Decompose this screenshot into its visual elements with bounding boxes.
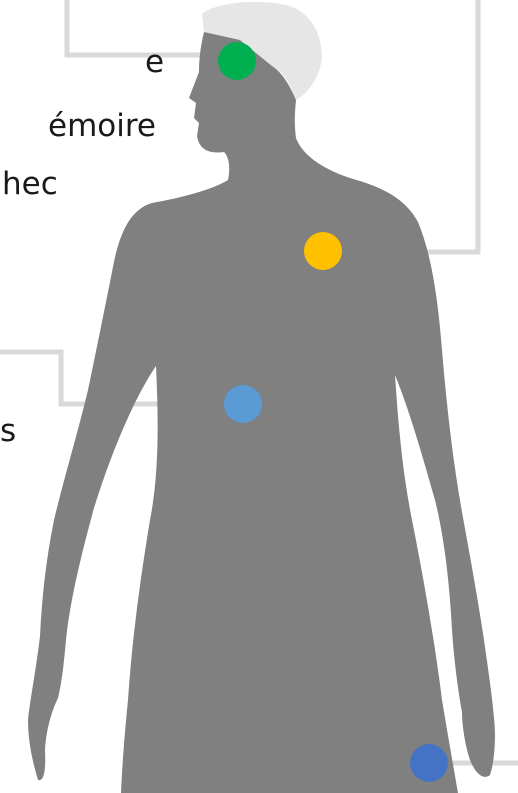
abdomen-label-line-1: s — [0, 413, 16, 449]
hand-marker-dot — [410, 744, 448, 782]
body-silhouette — [28, 32, 495, 793]
head-label-line-3: hec — [2, 166, 58, 202]
chest-marker-dot — [304, 232, 342, 270]
head-connector-line — [67, 0, 217, 55]
head-label-line-1: e — [145, 44, 164, 80]
abdomen-marker-dot — [224, 385, 262, 423]
head-label-line-2: émoire — [48, 108, 156, 144]
head-marker-dot — [218, 42, 256, 80]
